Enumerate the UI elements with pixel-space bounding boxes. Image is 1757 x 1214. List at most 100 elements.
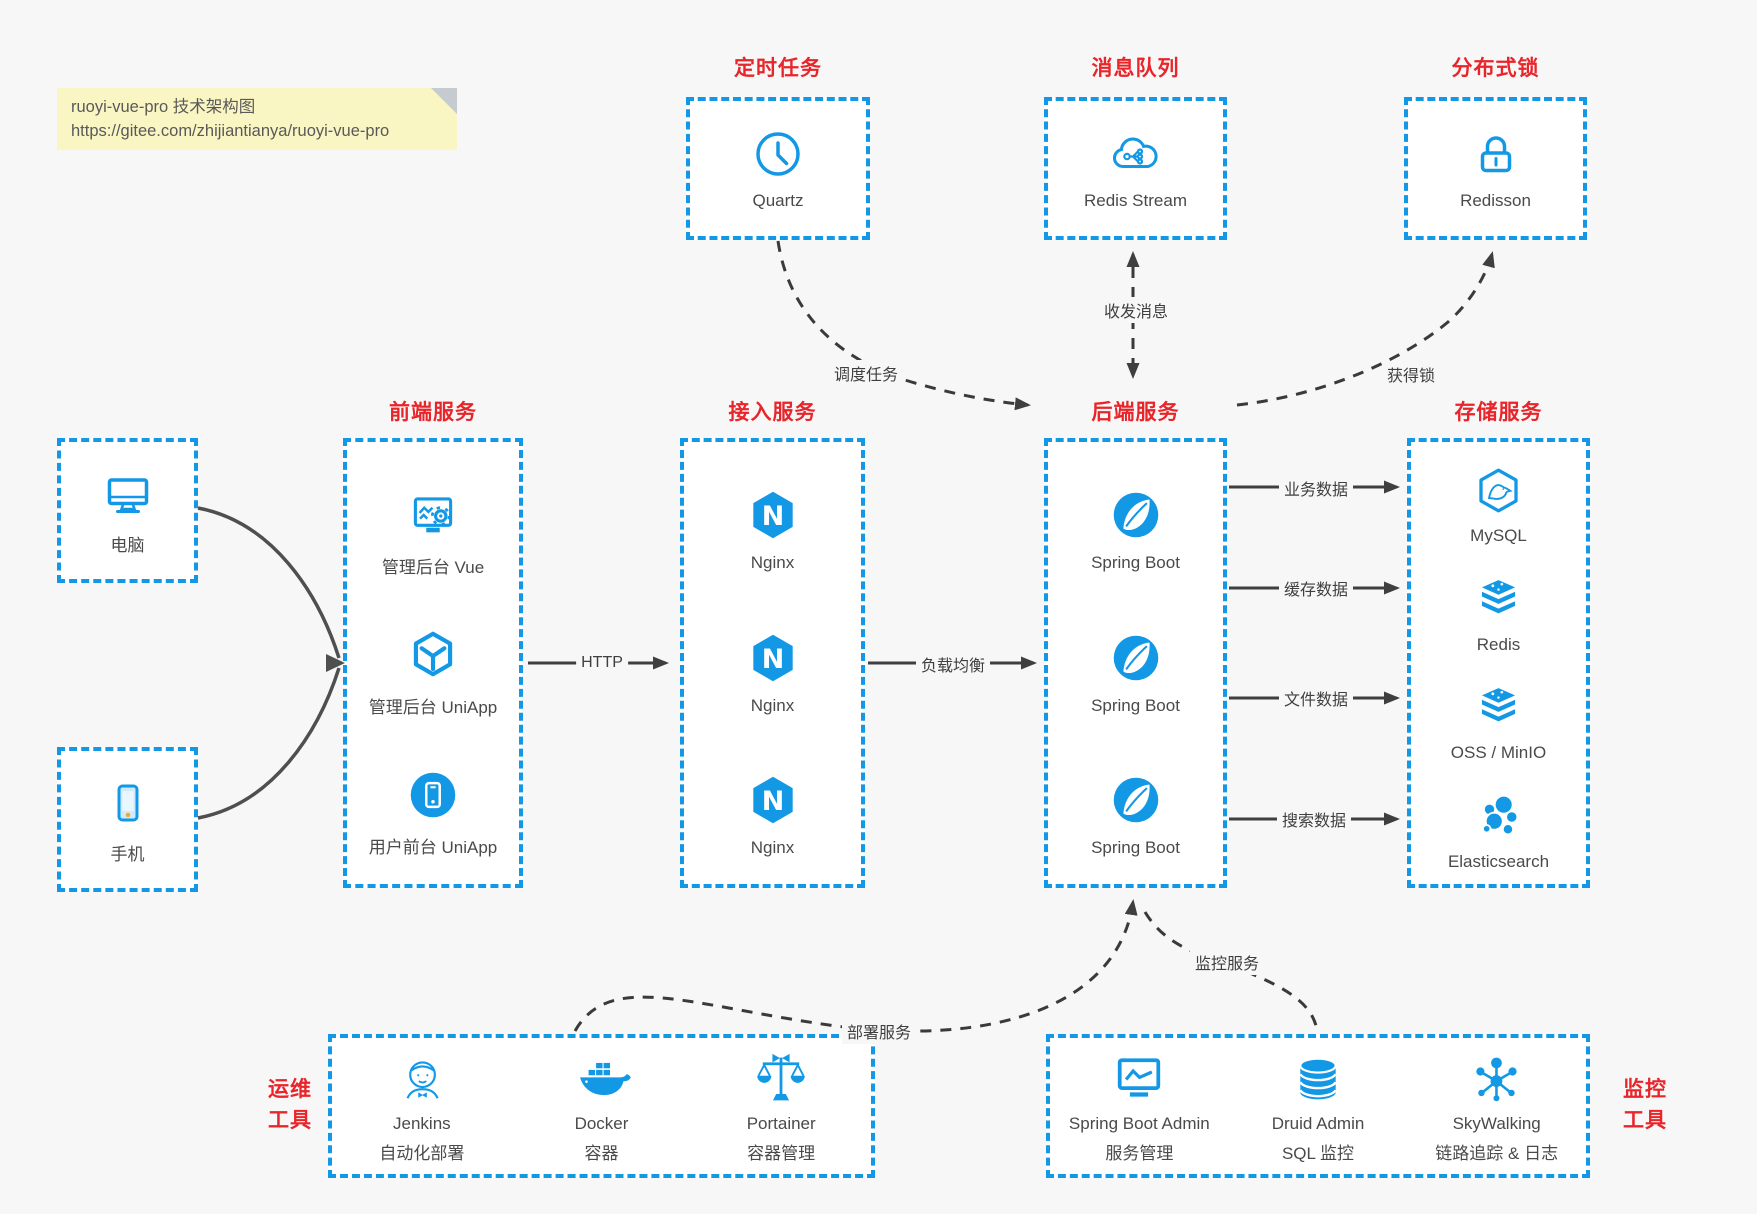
- edge-label-deploy: 部署服务: [841, 1018, 917, 1044]
- mysql-label: MySQL: [1470, 526, 1527, 545]
- redisson-label: Redisson: [1460, 191, 1531, 210]
- pc-client-box: 电脑: [57, 438, 198, 583]
- desktop-icon: [100, 466, 156, 522]
- edge-label-search-data: 搜索数据: [1276, 806, 1352, 832]
- spring-boot-admin-label: Spring Boot Admin: [1068, 1113, 1210, 1133]
- druid-icon: [1288, 1049, 1348, 1109]
- quartz-label: Quartz: [752, 191, 804, 210]
- docker-item: Docker 容器: [512, 1049, 692, 1164]
- skywalking-label: SkyWalking: [1452, 1113, 1541, 1133]
- portainer-icon: [751, 1049, 811, 1109]
- druid-admin-label: Druid Admin: [1271, 1113, 1365, 1133]
- nginx-icon: [744, 486, 802, 544]
- spring-boot-label-2: Spring Boot: [1091, 695, 1180, 715]
- message-queue-box: Redis Stream: [1044, 97, 1227, 240]
- spring-boot-item-1: Spring Boot: [1091, 486, 1180, 573]
- nginx-icon: [744, 771, 802, 829]
- note-url: https://gitee.com/zhijiantianya/ruoyi-vu…: [71, 122, 390, 140]
- elasticsearch-icon: [1472, 790, 1525, 843]
- edge-label-http: HTTP: [576, 653, 628, 673]
- edge-label-schedule: 调度任务: [828, 360, 904, 386]
- elasticsearch-item: Elasticsearch: [1448, 790, 1549, 872]
- skywalking-item: SkyWalking 链路追踪 & 日志: [1407, 1049, 1586, 1164]
- mysql-icon: [1472, 464, 1525, 517]
- redis-stream-item: Redis Stream: [1084, 126, 1187, 211]
- phone-client-box: 手机: [57, 747, 198, 892]
- admin-uniapp-item: 管理后台 UniApp: [369, 626, 497, 718]
- distributed-lock-title: 分布式锁: [1451, 57, 1540, 80]
- pc-label: 电脑: [110, 535, 145, 555]
- devops-title-line2: 工具: [268, 1109, 312, 1132]
- nginx-label-3: Nginx: [750, 838, 795, 857]
- frontend-services-box: 管理后台 Vue 管理后台 UniApp 用户前台 UniApp: [343, 438, 523, 888]
- edge-label-business-data: 业务数据: [1278, 475, 1354, 501]
- admin-uniapp-label: 管理后台 UniApp: [368, 698, 498, 717]
- quartz-item: Quartz: [750, 126, 806, 211]
- edge-acquire-lock: [1236, 251, 1495, 407]
- admin-vue-label: 管理后台 Vue: [381, 558, 485, 577]
- mysql-item: MySQL: [1470, 464, 1527, 546]
- oss-icon: [1472, 681, 1525, 734]
- note-fold-corner: [431, 88, 457, 114]
- edge-label-load-balance: 负载均衡: [915, 651, 991, 677]
- uniapp-cube-icon: [404, 626, 462, 684]
- edge-pc-to-frontend: [197, 506, 341, 659]
- spring-boot-admin-item: Spring Boot Admin 服务管理: [1050, 1049, 1229, 1164]
- nginx-label-1: Nginx: [750, 553, 795, 572]
- devops-tools-box: Jenkins 自动化部署 Docker 容器 Portainer 容器管理: [328, 1034, 875, 1178]
- edge-label-lock: 获得锁: [1381, 361, 1441, 387]
- backend-services-box: Spring Boot Spring Boot Spring Boot: [1044, 438, 1227, 888]
- nginx-item-3: Nginx: [744, 771, 802, 858]
- lock-icon: [1468, 126, 1524, 182]
- devops-title-line1: 运维: [268, 1078, 312, 1101]
- edge-phone-to-frontend: [197, 667, 341, 820]
- skywalking-sublabel: 链路追踪 & 日志: [1435, 1143, 1559, 1163]
- redis-icon: [1472, 573, 1525, 626]
- backend-services-title: 后端服务: [1091, 401, 1180, 424]
- spring-icon: [1107, 771, 1165, 829]
- elasticsearch-label: Elasticsearch: [1447, 851, 1550, 871]
- spring-boot-admin-icon: [1109, 1049, 1169, 1109]
- scheduled-task-box: Quartz: [686, 97, 870, 240]
- redis-stream-label: Redis Stream: [1084, 191, 1187, 210]
- message-queue-title: 消息队列: [1091, 57, 1180, 80]
- mobile-icon: [100, 775, 156, 831]
- jenkins-item: Jenkins 自动化部署: [332, 1049, 512, 1164]
- redisson-item: Redisson: [1460, 126, 1531, 211]
- docker-label: Docker: [574, 1113, 629, 1133]
- redis-item: Redis: [1472, 573, 1525, 655]
- jenkins-label: Jenkins: [393, 1113, 451, 1133]
- portainer-item: Portainer 容器管理: [691, 1049, 871, 1164]
- skywalking-icon: [1467, 1049, 1527, 1109]
- pc-client-item: 电脑: [100, 466, 156, 556]
- jenkins-sublabel: 自动化部署: [379, 1143, 465, 1163]
- user-uniapp-label: 用户前台 UniApp: [368, 838, 498, 857]
- spring-boot-admin-sublabel: 服务管理: [1105, 1143, 1174, 1163]
- oss-minio-item: OSS / MinIO: [1451, 681, 1546, 763]
- gateway-services-title: 接入服务: [728, 401, 817, 424]
- sticky-note: ruoyi-vue-pro 技术架构图 https://gitee.com/zh…: [57, 88, 457, 150]
- spring-boot-item-2: Spring Boot: [1091, 629, 1180, 716]
- spring-boot-label-1: Spring Boot: [1091, 553, 1180, 572]
- nginx-label-2: Nginx: [750, 695, 795, 715]
- user-app-icon: [404, 766, 462, 824]
- admin-vue-item: 管理后台 Vue: [382, 486, 484, 578]
- nginx-icon: [744, 629, 802, 687]
- druid-admin-item: Druid Admin SQL 监控: [1229, 1049, 1408, 1164]
- user-uniapp-item: 用户前台 UniApp: [369, 766, 497, 858]
- edge-label-monitor: 监控服务: [1189, 949, 1265, 975]
- edge-label-cache-data: 缓存数据: [1278, 575, 1354, 601]
- monitor-title-line1: 监控: [1623, 1078, 1667, 1101]
- docker-sublabel: 容器: [584, 1143, 619, 1163]
- storage-services-title: 存储服务: [1454, 401, 1543, 424]
- distributed-lock-box: Redisson: [1404, 97, 1587, 240]
- cloud-mq-icon: [1107, 126, 1163, 182]
- monitor-tools-title: 监控 工具: [1607, 1074, 1683, 1136]
- spring-icon: [1107, 486, 1165, 544]
- spring-boot-item-3: Spring Boot: [1091, 771, 1180, 858]
- edge-label-file-data: 文件数据: [1278, 685, 1354, 711]
- admin-vue-icon: [404, 486, 462, 544]
- docker-icon: [572, 1049, 632, 1109]
- scheduled-task-title: 定时任务: [734, 57, 822, 80]
